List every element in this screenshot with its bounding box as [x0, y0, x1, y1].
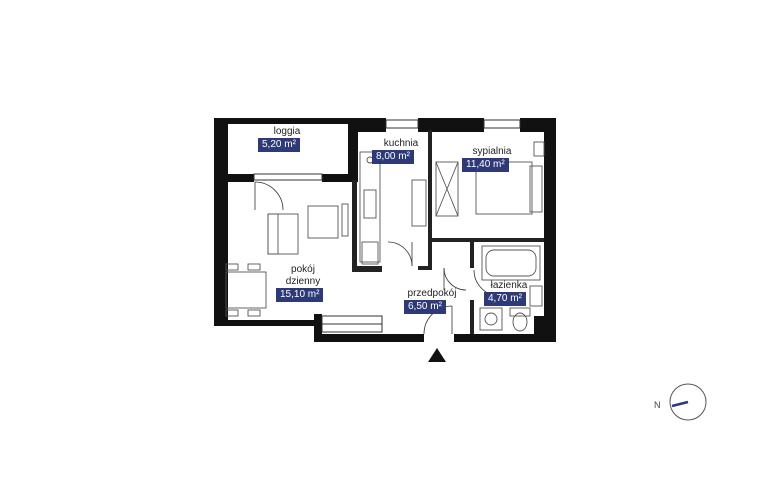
przedpokoj-area-badge: 6,50 m²: [404, 300, 446, 314]
compass-north-label: N: [654, 400, 661, 410]
loggia-area-badge: 5,20 m²: [258, 138, 300, 152]
pokoj-label-line1: pokój: [291, 264, 315, 275]
loggia-label: loggia: [273, 126, 301, 137]
przedpokoj-label: przedpokój: [407, 288, 457, 299]
compass-icon: [669, 383, 707, 421]
pokoj-area-badge: 15,10 m²: [276, 288, 324, 302]
interior-walls: [352, 130, 544, 334]
windows: [253, 119, 521, 333]
exterior-walls: [214, 118, 556, 342]
furniture: [225, 141, 545, 332]
kuchnia-area-badge: 8,00 m²: [372, 150, 414, 164]
lazienka-area-badge: 4,70 m²: [484, 292, 526, 306]
sypialnia-area-badge: 11,40 m²: [462, 158, 509, 172]
sypialnia-label: sypialnia: [472, 146, 512, 157]
kuchnia-label: kuchnia: [383, 138, 419, 149]
doors: [254, 181, 501, 335]
lazienka-label: łazienka: [490, 280, 528, 291]
entrance-arrow-icon: [428, 348, 446, 362]
pokoj-label-line2: dzienny: [285, 276, 321, 287]
